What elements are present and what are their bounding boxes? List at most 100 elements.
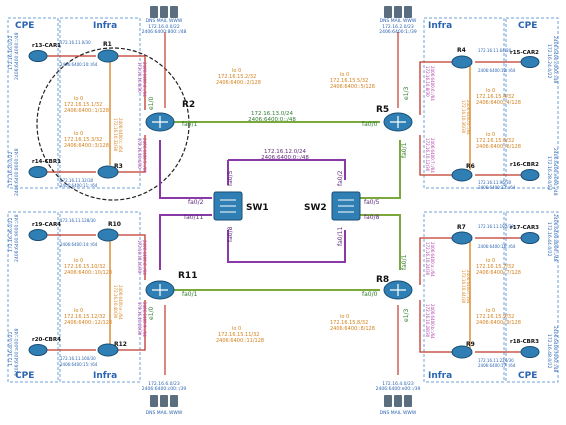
- cpe-zone-top-right: [505, 17, 559, 189]
- zone-label-infra-tr: Infra: [428, 21, 452, 31]
- router-r2[interactable]: R2: [145, 100, 195, 132]
- subnet-cpe-r7: 172.16.11.192/30: [478, 224, 514, 229]
- infra-links: [109, 55, 471, 353]
- lo-r2: lo 0: [232, 68, 241, 74]
- lo-r1-v4: 172.16.15.1/32: [64, 102, 102, 108]
- cust-r15-v6: 2406:6400:c000::/48: [552, 36, 558, 83]
- router-r10[interactable]: R10: [97, 221, 121, 242]
- link-r12-r11: [115, 300, 146, 351]
- if-r5-fa00: fa0/0: [362, 121, 378, 128]
- switch-port-labels: fa0/2 fa0/11 fa0/5 fa0/8 fa0/2 fa0/5 fa0…: [184, 170, 380, 246]
- router-r15[interactable]: r15-CAR2: [510, 50, 540, 68]
- router-label: R2: [182, 100, 195, 110]
- subnet-r4-r6: 172.16.10.36/30: [461, 100, 466, 134]
- if-r11-fa01: fa0/1: [182, 291, 198, 298]
- cust-r14-v6: 2406:6400:8000::/48: [14, 148, 20, 196]
- subnet-cpe-r3-v6: 2406:6400:11::/64: [60, 183, 98, 188]
- router-icon: [28, 344, 48, 356]
- focus-circle: [36, 47, 190, 201]
- router-icon: [97, 49, 119, 63]
- subnet-cpe-r7-v6: 2406:6400:16::/64: [478, 244, 516, 249]
- link-r3-r2: [115, 135, 146, 173]
- router-r14[interactable]: r14-CBR1: [28, 159, 61, 178]
- router-arrows-icon: [152, 284, 168, 296]
- subnet-r2-r5-v4: 172.16.13.0/24: [251, 111, 294, 117]
- switch-sw1[interactable]: SW1: [213, 191, 269, 221]
- infra-zone-bottom-right: [423, 211, 505, 383]
- if-sw1-fa05: fa0/5: [227, 170, 234, 186]
- router-label: r13-CAR1: [32, 43, 61, 49]
- router-r19[interactable]: r19-CAR4: [28, 222, 61, 241]
- lo-r10: lo 0: [74, 258, 83, 264]
- router-r5[interactable]: R5: [376, 105, 413, 132]
- zone-label-cpe-bl: CPE: [15, 371, 34, 381]
- router-r3[interactable]: R3: [97, 163, 123, 179]
- router-label: r16-CBR2: [510, 162, 539, 168]
- router-r17[interactable]: r17-CAR3: [510, 225, 540, 244]
- switch-sw2[interactable]: SW2: [304, 191, 361, 221]
- router-label: R9: [466, 341, 475, 348]
- router-r7[interactable]: R7: [451, 224, 473, 245]
- if-sw1-fa08: fa0/8: [227, 226, 234, 242]
- cust-r20-v6: 2406:6400:a000::/48: [14, 328, 20, 376]
- if-r8-fa01: fa0/1: [401, 254, 408, 270]
- router-r6[interactable]: R6: [451, 163, 475, 182]
- subnet-cpe-r3: 172.16.11.32/30: [60, 178, 94, 183]
- server-v4: 172.16.2.0/23: [382, 24, 414, 30]
- router-r12[interactable]: R12: [97, 341, 127, 357]
- lo-r6: lo 0: [486, 132, 495, 138]
- server-label: DNS MAIL WWW: [380, 410, 417, 416]
- router-r8[interactable]: R8: [376, 275, 413, 300]
- router-r4[interactable]: R4: [451, 47, 473, 69]
- subnet-r1-r3-v6: 2406:6400:c::/64: [118, 118, 123, 153]
- link-sw2-r5: [360, 140, 401, 199]
- server-icon: [404, 395, 412, 407]
- router-icon: [520, 169, 540, 181]
- server-v6: 2406:6400:1:/39: [379, 29, 417, 35]
- loopback-labels: lo 0 172.16.15.2/32 2406:6400::2/128 lo …: [64, 68, 521, 344]
- lo-r8-v4: 172.16.15.8/32: [330, 320, 368, 326]
- cust-r17-v4: 172.16.44.0/22: [546, 222, 552, 257]
- server-icon: [394, 6, 402, 18]
- subnet-r4-r5-v6: 2406:6400:6::/64: [430, 66, 435, 101]
- subnet-r7-r8: 172.16.10.24/30: [425, 242, 430, 276]
- server-icon: [384, 395, 392, 407]
- server-icon: [160, 395, 168, 407]
- router-label: R3: [114, 163, 123, 170]
- router-r1[interactable]: R1: [97, 41, 119, 63]
- server-v4: 172.16.6.0/23: [148, 381, 180, 387]
- subnet-r10-r11-v6: 2406:6400:8::/64: [142, 240, 147, 275]
- lo-r12-v6: 2406:6400::12/128: [64, 320, 112, 326]
- server-icon: [170, 6, 178, 18]
- router-r16[interactable]: r16-CBR2: [510, 162, 540, 181]
- zone-label-cpe-tr: CPE: [518, 21, 537, 31]
- server-label: DNS MAIL WWW: [380, 18, 417, 24]
- switch-arrows-icon: [220, 199, 236, 213]
- lo-r8: lo 0: [340, 314, 349, 320]
- router-r18[interactable]: r18-CBR3: [510, 339, 540, 358]
- router-label: R8: [376, 275, 389, 285]
- router-arrows-icon: [390, 284, 406, 296]
- subnet-r10-r12-v6: 2406:6400:e::/64: [118, 285, 123, 320]
- router-r13[interactable]: r13-CAR1: [28, 43, 61, 62]
- lo-r11-v4: 172.16.15.11/32: [218, 332, 259, 338]
- router-r20[interactable]: r20-CBR4: [28, 337, 61, 356]
- if-r2-fa01: fa0/1: [182, 121, 198, 128]
- server-icon: [170, 395, 178, 407]
- if-r5-fa01: fa0/1: [401, 142, 408, 158]
- cpe-routers: r13-CAR1 r14-CBR1 r19-CAR4 r20-CBR4 r15-…: [28, 43, 540, 358]
- subnet-r2-r8-v4: 172.16.12.0/24: [264, 149, 307, 155]
- subnet-r1-r2: 172.16.10.0/30: [137, 62, 142, 93]
- lo-r10-v6: 2406:6400::10/128: [64, 270, 112, 276]
- infra-vertical-labels: 172.16.10.0/30 2406:6400:4::/64 172.16.1…: [137, 62, 435, 339]
- subnet-cpe-r12: 172.16.11.160/30: [60, 356, 96, 361]
- router-r11[interactable]: R11: [145, 271, 197, 300]
- subnet-r10-r12: 172.16.10.40/30: [113, 285, 118, 319]
- cust-r13-v4: 172.16.16.0/22: [8, 35, 14, 70]
- subnet-r2-r3: 172.16.10.4/30: [137, 138, 142, 169]
- lo-r1-v6: 2406:6400::1/128: [64, 108, 109, 114]
- lo-r4-v6: 2406:6400::4/128: [476, 100, 521, 106]
- router-r9[interactable]: R9: [451, 341, 475, 359]
- lo-r7: lo 0: [486, 258, 495, 264]
- router-arrows-icon: [390, 116, 406, 128]
